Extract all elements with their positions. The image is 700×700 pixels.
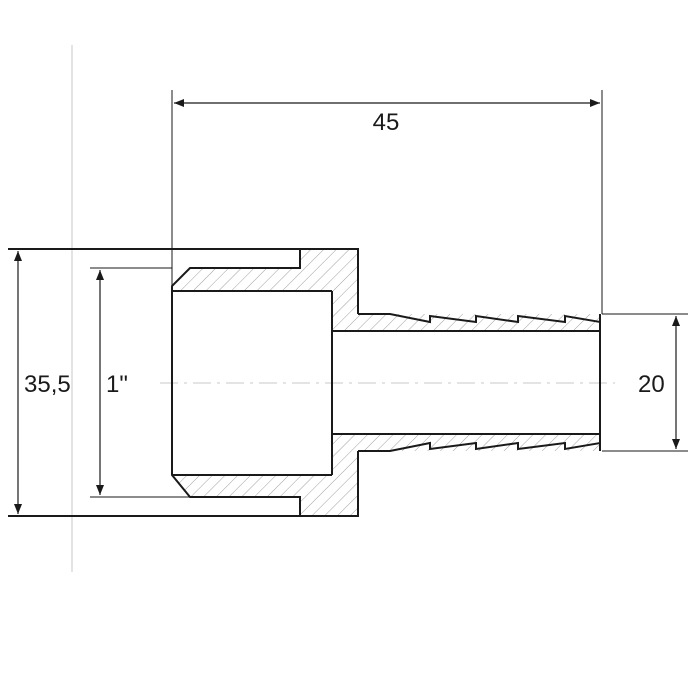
dimension-lines: [14, 99, 680, 514]
lower-wall-section: [172, 434, 600, 516]
dimension-label-45: 45: [373, 109, 400, 136]
dimension-label-20: 20: [638, 371, 665, 398]
upper-wall-section: [172, 249, 600, 331]
fitting-outline: [8, 248, 601, 517]
extension-lines: [90, 90, 688, 498]
dimension-label-35-5: 35,5: [24, 371, 71, 398]
dimension-label-1-inch: 1": [106, 371, 128, 398]
